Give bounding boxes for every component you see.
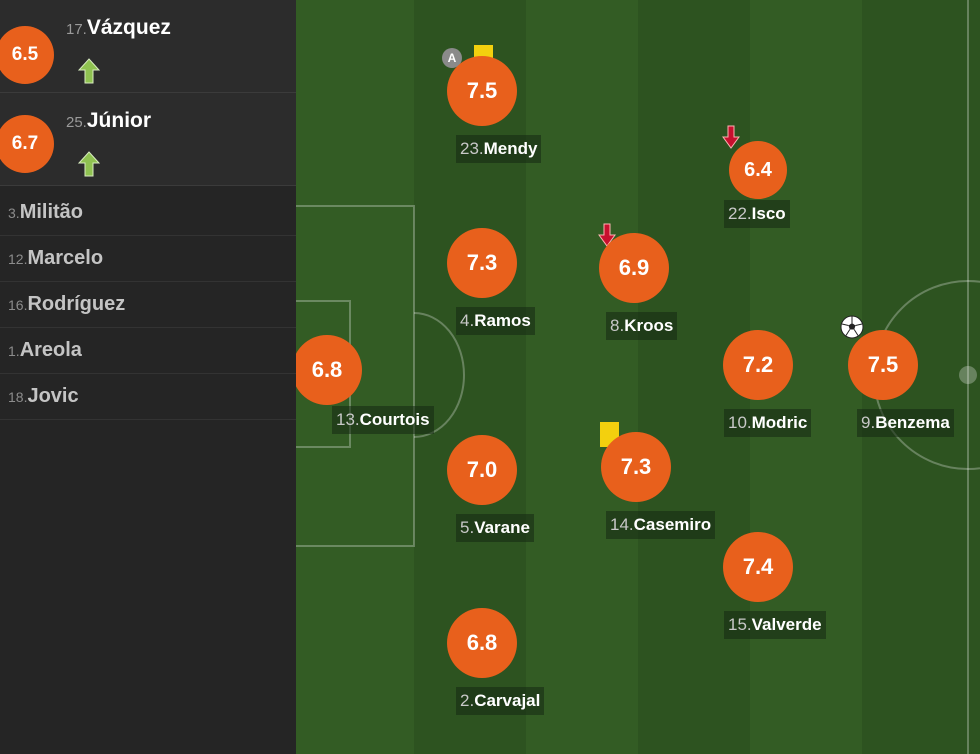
player-name: 2.Carvajal xyxy=(456,687,545,715)
player-name: 18.Jovic xyxy=(8,385,79,407)
pitch: 6.8 13.Courtois A 7.5 23.Mendy 7.3 4.Ram… xyxy=(296,0,980,754)
substitutes-panel: 6.5 17.Vázquez 6.7 25.Júnior 3.Militão 1… xyxy=(0,0,296,754)
rating-badge: 7.2 xyxy=(723,330,793,400)
ball-icon xyxy=(840,315,864,339)
bench-row[interactable]: 1.Areola xyxy=(0,328,296,374)
rating-badge: 7.0 xyxy=(447,435,517,505)
player-name: 9.Benzema xyxy=(857,409,954,437)
sub-row[interactable]: 6.7 25.Júnior xyxy=(0,93,296,186)
player-name: 16.Rodríguez xyxy=(8,293,126,315)
bench-row[interactable]: 12.Marcelo xyxy=(0,236,296,282)
rating-badge: 6.7 xyxy=(0,115,54,173)
rating-badge: 7.4 xyxy=(723,532,793,602)
rating-badge: 6.8 xyxy=(447,608,517,678)
arrow-up-icon xyxy=(78,58,100,84)
player-name: 15.Valverde xyxy=(724,611,826,639)
rating-badge: 7.3 xyxy=(447,228,517,298)
arrow-up-icon xyxy=(78,151,100,177)
player-name: 10.Modric xyxy=(724,409,812,437)
sub-row[interactable]: 6.5 17.Vázquez xyxy=(0,0,296,93)
bench-row[interactable]: 18.Jovic xyxy=(0,374,296,420)
bench-row[interactable]: 3.Militão xyxy=(0,190,296,236)
player-name: 1.Areola xyxy=(8,339,82,361)
player-name: 25.Júnior xyxy=(66,109,152,132)
bench-row[interactable]: 16.Rodríguez xyxy=(0,282,296,328)
player-name: 4.Ramos xyxy=(456,307,535,335)
rating-badge: 6.8 xyxy=(296,335,362,405)
rating-badge: 6.5 xyxy=(0,26,54,84)
rating-badge: 7.3 xyxy=(601,432,671,502)
player-name: 12.Marcelo xyxy=(8,247,104,269)
rating-badge: 6.9 xyxy=(599,233,669,303)
player-name: 3.Militão xyxy=(8,201,84,223)
player-name: 17.Vázquez xyxy=(66,16,171,39)
player-name: 5.Varane xyxy=(456,514,534,542)
arrow-down-icon xyxy=(722,125,740,149)
player-name: 13.Courtois xyxy=(332,406,434,434)
player-name: 14.Casemiro xyxy=(606,511,716,539)
rating-badge: 6.4 xyxy=(729,141,787,199)
player-name: 22.Isco xyxy=(724,200,790,228)
rating-badge: 7.5 xyxy=(447,56,517,126)
captain-badge-icon: A xyxy=(442,48,462,68)
rating-badge: 7.5 xyxy=(848,330,918,400)
player-name: 23.Mendy xyxy=(456,135,542,163)
player-name: 8.Kroos xyxy=(606,312,678,340)
